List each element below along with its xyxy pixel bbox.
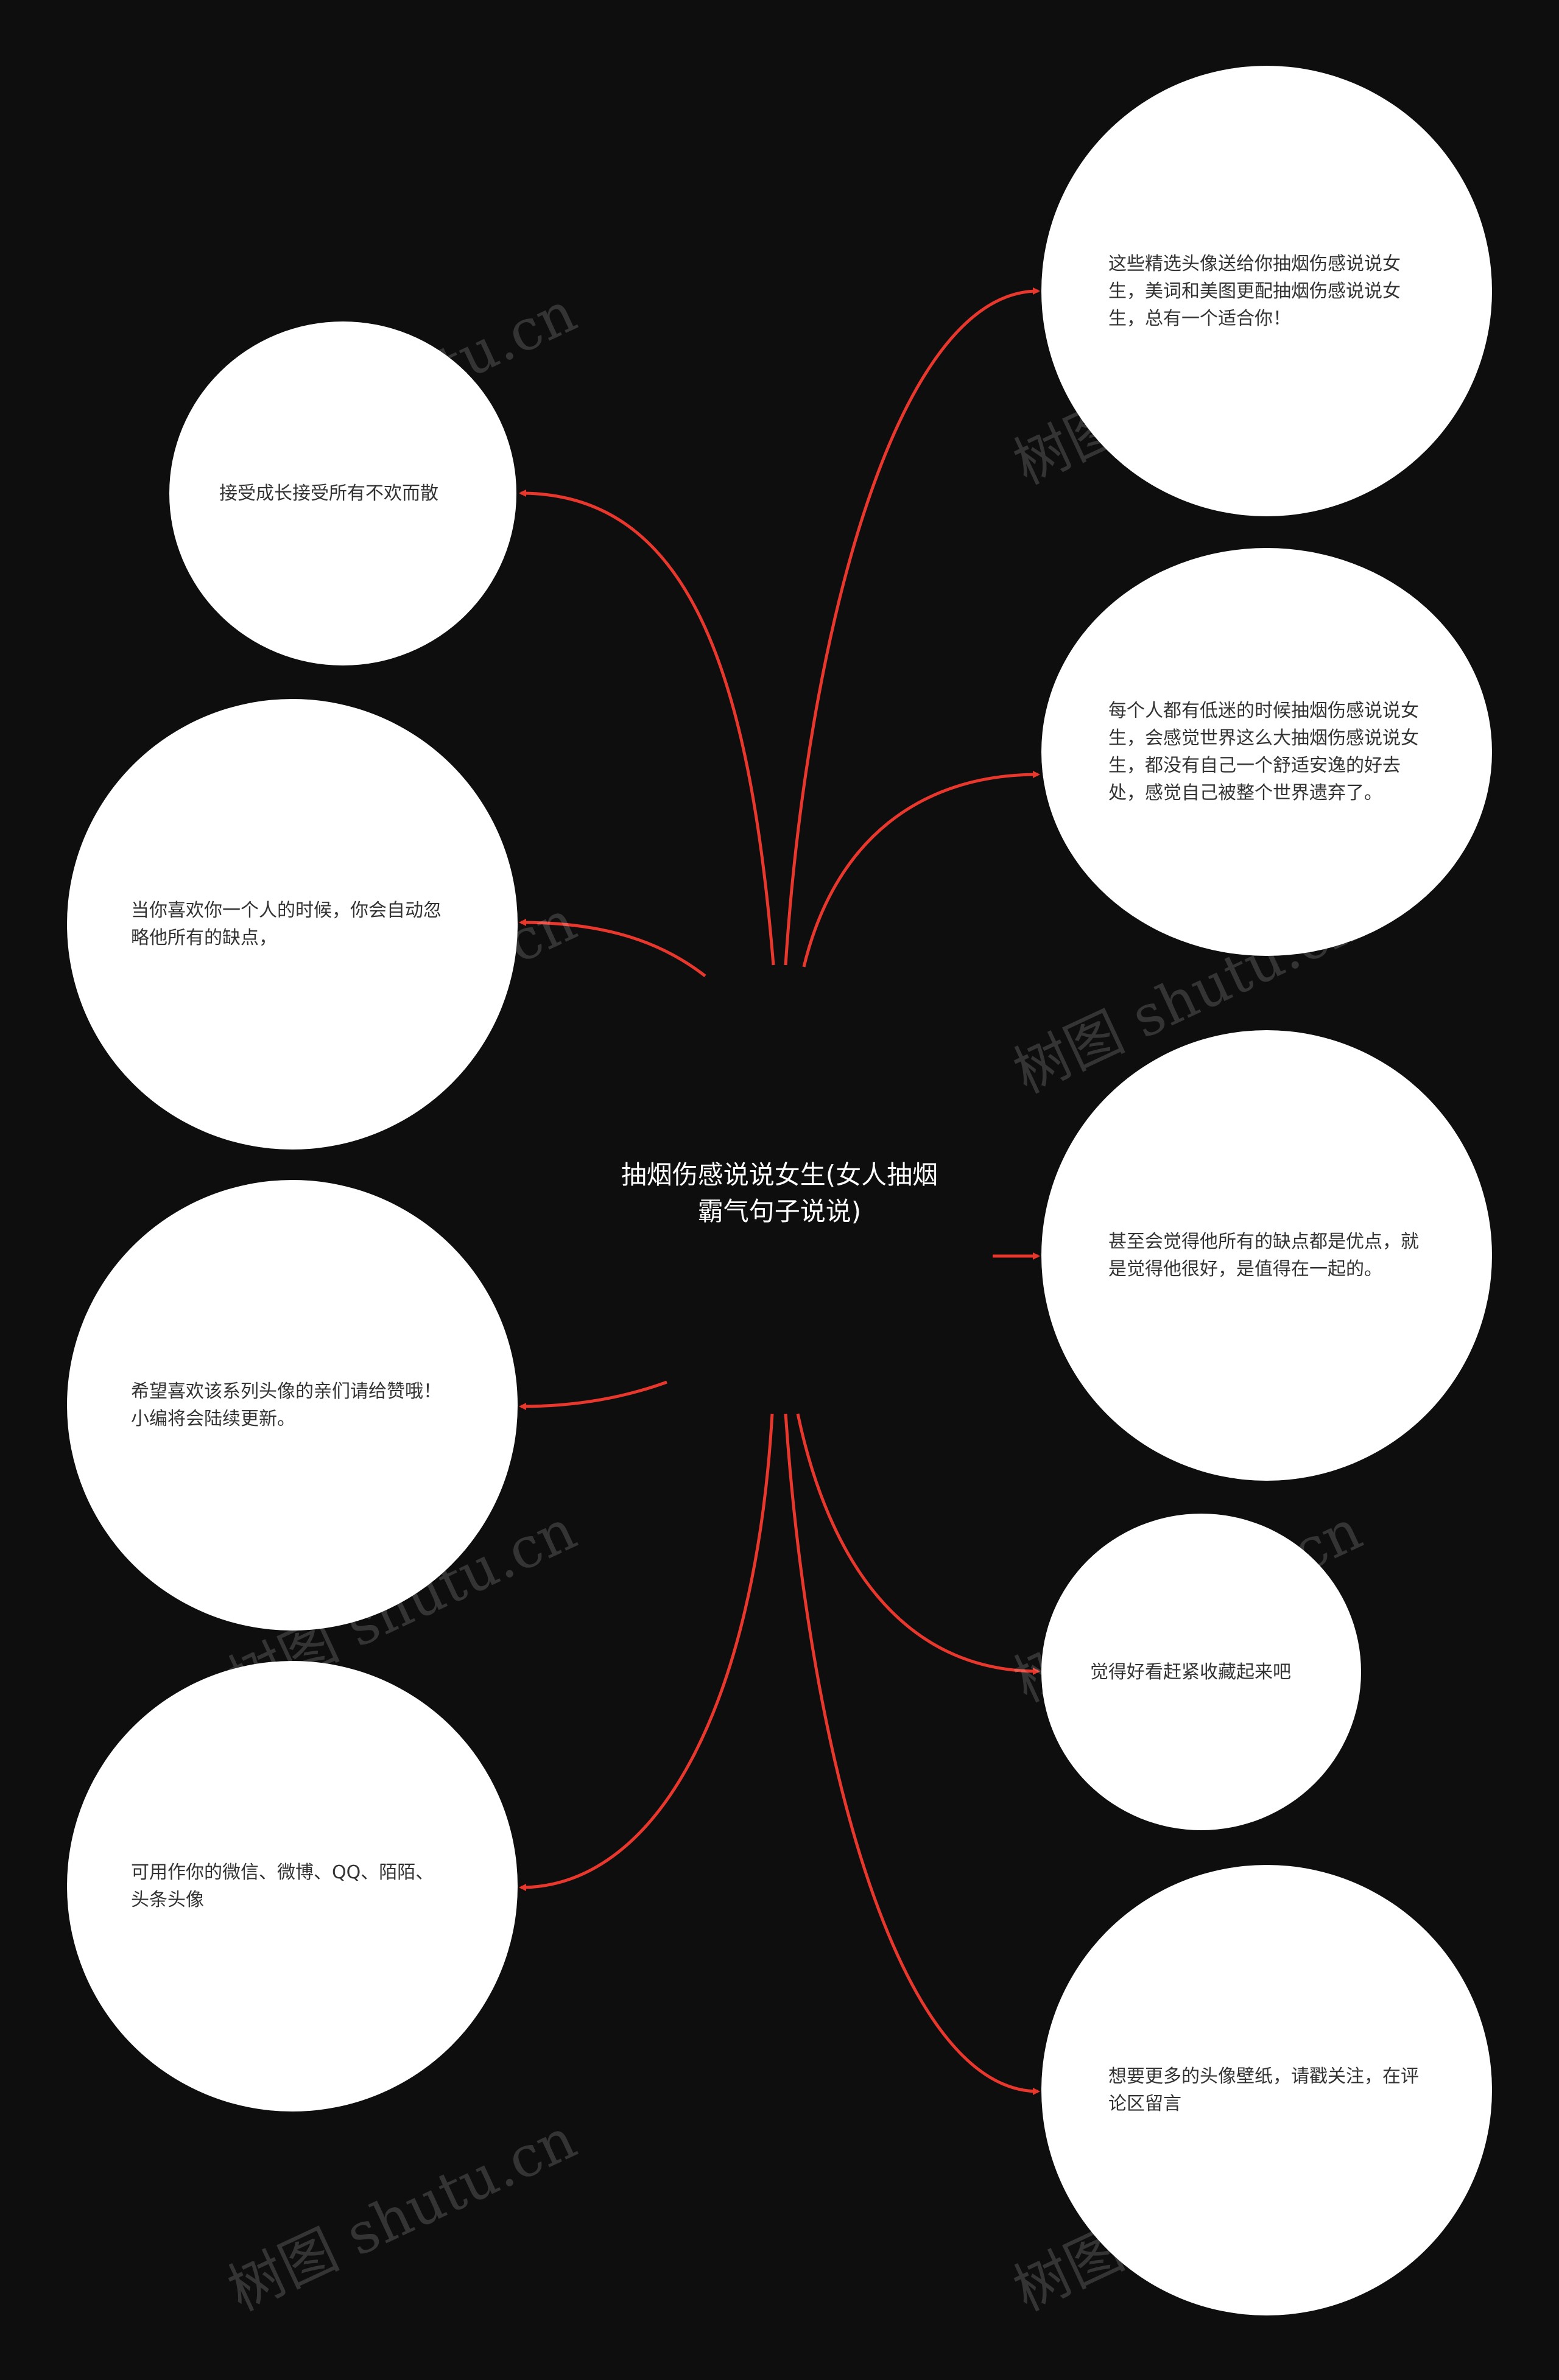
right-node-2-text: 每个人都有低迷的时候抽烟伤感说说女生，会感觉世界这么大抽烟伤感说说女生，都没有自… [1108, 700, 1419, 804]
right-node-3-text: 甚至会觉得他所有的缺点都是优点，就是觉得他很好，是值得在一起的。 [1108, 1231, 1419, 1280]
left-node-1[interactable]: 接受成长接受所有不欢而散 [169, 321, 516, 665]
left-node-2-text: 当你喜欢你一个人的时候，你会自动忽略他所有的缺点， [131, 900, 442, 949]
edge-to-right-node-5 [784, 1413, 1040, 2095]
right-node-4-text: 觉得好看赶紧收藏起来吧 [1090, 1661, 1291, 1683]
right-node-3[interactable]: 甚至会觉得他所有的缺点都是优点，就是觉得他很好，是值得在一起的。 [1041, 1030, 1492, 1481]
edge-to-left-node-4 [519, 1413, 774, 1891]
left-node-2[interactable]: 当你喜欢你一个人的时候，你会自动忽略他所有的缺点， [67, 699, 518, 1150]
edge-to-right-node-2 [802, 771, 1040, 967]
right-node-2[interactable]: 每个人都有低迷的时候抽烟伤感说说女生，会感觉世界这么大抽烟伤感说说女生，都没有自… [1041, 548, 1492, 956]
edge-to-right-node-1 [784, 287, 1040, 966]
right-node-4[interactable]: 觉得好看赶紧收藏起来吧 [1041, 1514, 1361, 1830]
left-node-1-text: 接受成长接受所有不欢而散 [219, 483, 438, 504]
left-node-3[interactable]: 希望喜欢该系列头像的亲们请给赞哦！小编将会陆续更新。 [67, 1180, 518, 1631]
edge-to-left-node-3 [519, 1380, 667, 1410]
right-node-5[interactable]: 想要更多的头像壁纸，请戳关注，在评论区留言 [1041, 1865, 1492, 2315]
right-node-5-text: 想要更多的头像壁纸，请戳关注，在评论区留言 [1108, 2066, 1419, 2115]
edge-to-left-node-2 [519, 919, 706, 977]
edge-to-left-node-1 [519, 490, 775, 966]
right-node-1-text: 这些精选头像送给你抽烟伤感说说女生，美词和美图更配抽烟伤感说说女生，总有一个适合… [1108, 253, 1401, 329]
left-node-3-text: 希望喜欢该系列头像的亲们请给赞哦！小编将会陆续更新。 [131, 1381, 442, 1430]
left-node-4[interactable]: 可用作你的微信、微博、QQ、陌陌、头条头像 [67, 1661, 518, 2111]
right-node-1[interactable]: 这些精选头像送给你抽烟伤感说说女生，美词和美图更配抽烟伤感说说女生，总有一个适合… [1041, 66, 1492, 516]
central-topic[interactable]: 抽烟伤感说说女生(女人抽烟霸气句子说说) [621, 1160, 938, 1226]
left-node-4-text: 可用作你的微信、微博、QQ、陌陌、头条头像 [131, 1862, 434, 1911]
edge-to-right-node-4 [796, 1413, 1040, 1675]
